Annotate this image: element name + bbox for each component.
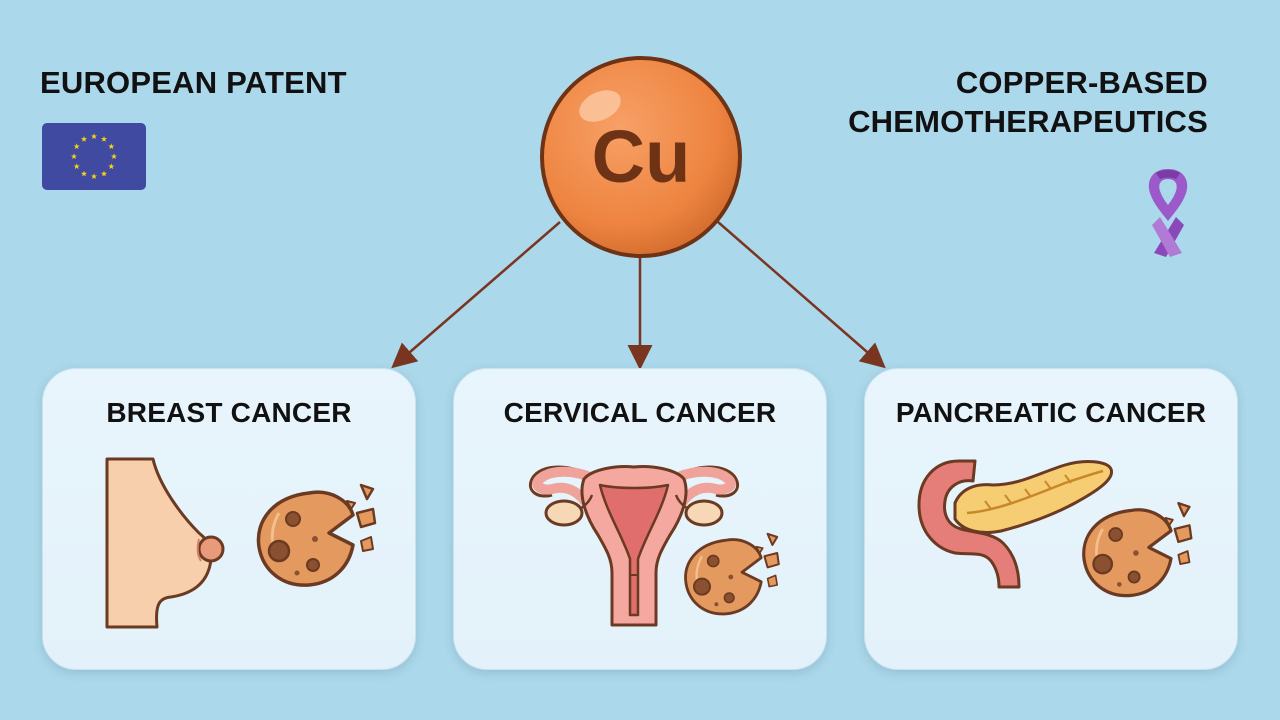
pancreas-icon: [917, 459, 1113, 589]
eu-star: [110, 153, 118, 160]
eu-star: [80, 135, 88, 142]
eu-flag-icon: [42, 123, 146, 190]
copper-element-circle: Cu: [540, 56, 742, 258]
eu-star: [90, 133, 98, 140]
eu-star: [90, 173, 98, 180]
european-patent-heading: EUROPEAN PATENT: [40, 65, 347, 100]
copper-symbol: Cu: [592, 115, 691, 198]
eu-star: [73, 143, 80, 150]
heading-line-1: COPPER-BASED: [955, 65, 1208, 100]
cancer-cell-icon: [1082, 502, 1193, 598]
arrow-to-pancreatic: [717, 221, 886, 369]
awareness-ribbon-icon: [1148, 169, 1188, 257]
card-title: PANCREATIC CANCER: [895, 397, 1207, 428]
breast-icon: [105, 457, 225, 629]
cervical-cancer-card: CERVICAL CANCER: [453, 368, 827, 670]
uterus-icon: [529, 465, 739, 627]
eu-star: [108, 163, 115, 170]
card-title: BREAST CANCER: [106, 397, 352, 428]
eu-star: [108, 143, 115, 150]
cancer-cell-icon: [256, 483, 377, 587]
cancer-cell-icon: [684, 532, 780, 616]
copper-chemotherapeutics-heading: COPPER-BASED CHEMOTHERAPEUTICS: [788, 64, 1208, 142]
eu-star: [80, 170, 88, 177]
eu-star: [100, 170, 108, 177]
breast-cancer-card: BREAST CANCER: [42, 368, 416, 670]
heading-line-2: CHEMOTHERAPEUTICS: [848, 103, 1208, 139]
eu-star: [70, 153, 78, 160]
arrow-to-breast: [391, 221, 561, 369]
eu-star: [73, 163, 80, 170]
pancreatic-cancer-card: PANCREATIC CANCER: [864, 368, 1238, 670]
eu-star: [100, 135, 108, 142]
card-title: CERVICAL CANCER: [503, 397, 777, 428]
